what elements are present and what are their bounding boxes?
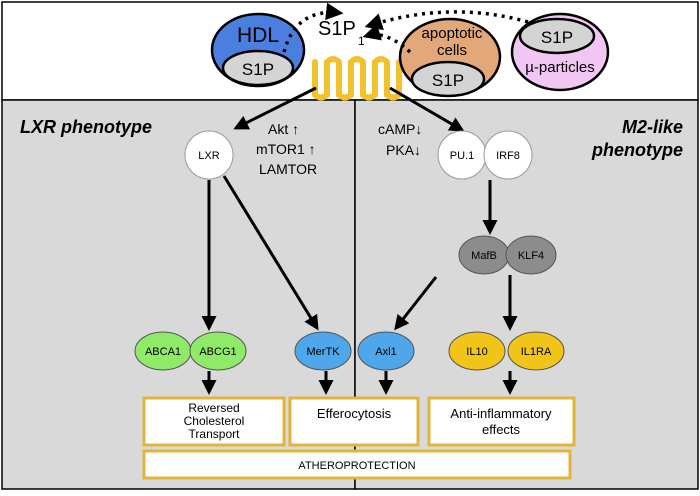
klf4-label: KLF4 — [518, 250, 544, 262]
rct-line2: Cholesterol — [184, 414, 245, 428]
apoptotic-cells: apoptotic cells S1P — [398, 17, 502, 98]
klf4-node — [505, 235, 557, 275]
apoptotic-s1p-label: S1P — [432, 71, 464, 90]
rct-line1: Reversed — [188, 401, 239, 415]
mertk-label: MerTK — [307, 346, 341, 358]
microparticles-s1p-label: S1P — [541, 28, 573, 47]
receptor-to-pu1-arrow — [389, 86, 465, 132]
il1ra-label: IL1RA — [521, 346, 552, 358]
hdl-to-s1p1-arrow — [282, 2, 344, 53]
mafb-label: MafB — [471, 250, 497, 262]
apoptotic-label-line2: cells — [437, 42, 467, 59]
pka-signal: PKA↓ — [386, 142, 421, 158]
m2-phenotype-title-line2: phenotype — [591, 140, 683, 160]
akt-signal: Akt ↑ — [268, 121, 299, 137]
s1p1-subscript: 1 — [358, 34, 365, 48]
abcg1-label: ABCG1 — [199, 346, 236, 358]
hdl-label: HDL — [237, 24, 279, 47]
axl1-node — [357, 331, 415, 371]
irf8-node — [483, 130, 533, 180]
irf8-label: IRF8 — [496, 150, 520, 162]
atheroprotection-box — [142, 449, 572, 480]
mafb-to-axl1-arrow — [394, 276, 438, 331]
abca1-label: ABCA1 — [145, 346, 181, 358]
atheroprotection-label: ATHEROPROTECTION — [298, 460, 415, 472]
rct-outcome-box — [142, 396, 286, 447]
camp-signal: cAMP↓ — [378, 121, 422, 137]
apoptotic-label-line1: apoptotic — [422, 25, 483, 42]
abcg1-node — [189, 331, 247, 371]
antiinflammatory-outcome-box — [427, 396, 576, 447]
s1p1-label: S1P — [318, 18, 356, 40]
il1ra-node — [507, 331, 565, 371]
il10-label: IL10 — [466, 346, 487, 358]
efferocytosis-label: Efferocytosis — [317, 406, 392, 421]
receptor-to-lxr-arrow — [233, 86, 317, 130]
antiinflammatory-line1: Anti-inflammatory — [450, 406, 552, 421]
efferocytosis-outcome-box — [288, 396, 420, 447]
il10-node — [448, 331, 506, 371]
antiinflammatory-line2: effects — [482, 422, 521, 437]
hdl-s1p-label: S1P — [242, 60, 274, 79]
microparticles-label: µ-particles — [525, 59, 595, 76]
microparticles: S1P µ-particles — [510, 12, 610, 92]
lamtor-signal: LAMTOR — [259, 161, 317, 177]
mertk-node — [294, 331, 352, 371]
lxr-label: LXR — [198, 150, 219, 162]
hdl-particle: HDL S1P — [210, 12, 306, 88]
lxr-phenotype-title: LXR phenotype — [20, 117, 152, 137]
lxr-to-mertk-arrow — [222, 175, 319, 331]
pu1-label: PU.1 — [450, 150, 474, 162]
microparticles-to-s1p1-arrow — [364, 10, 529, 31]
m2-phenotype-title-line1: M2-like — [622, 117, 683, 137]
mtor1-signal: mTOR1 ↑ — [256, 141, 316, 157]
rct-line3: Transport — [189, 427, 241, 441]
lxr-node — [184, 130, 234, 180]
axl1-label: Axl1 — [375, 346, 396, 358]
